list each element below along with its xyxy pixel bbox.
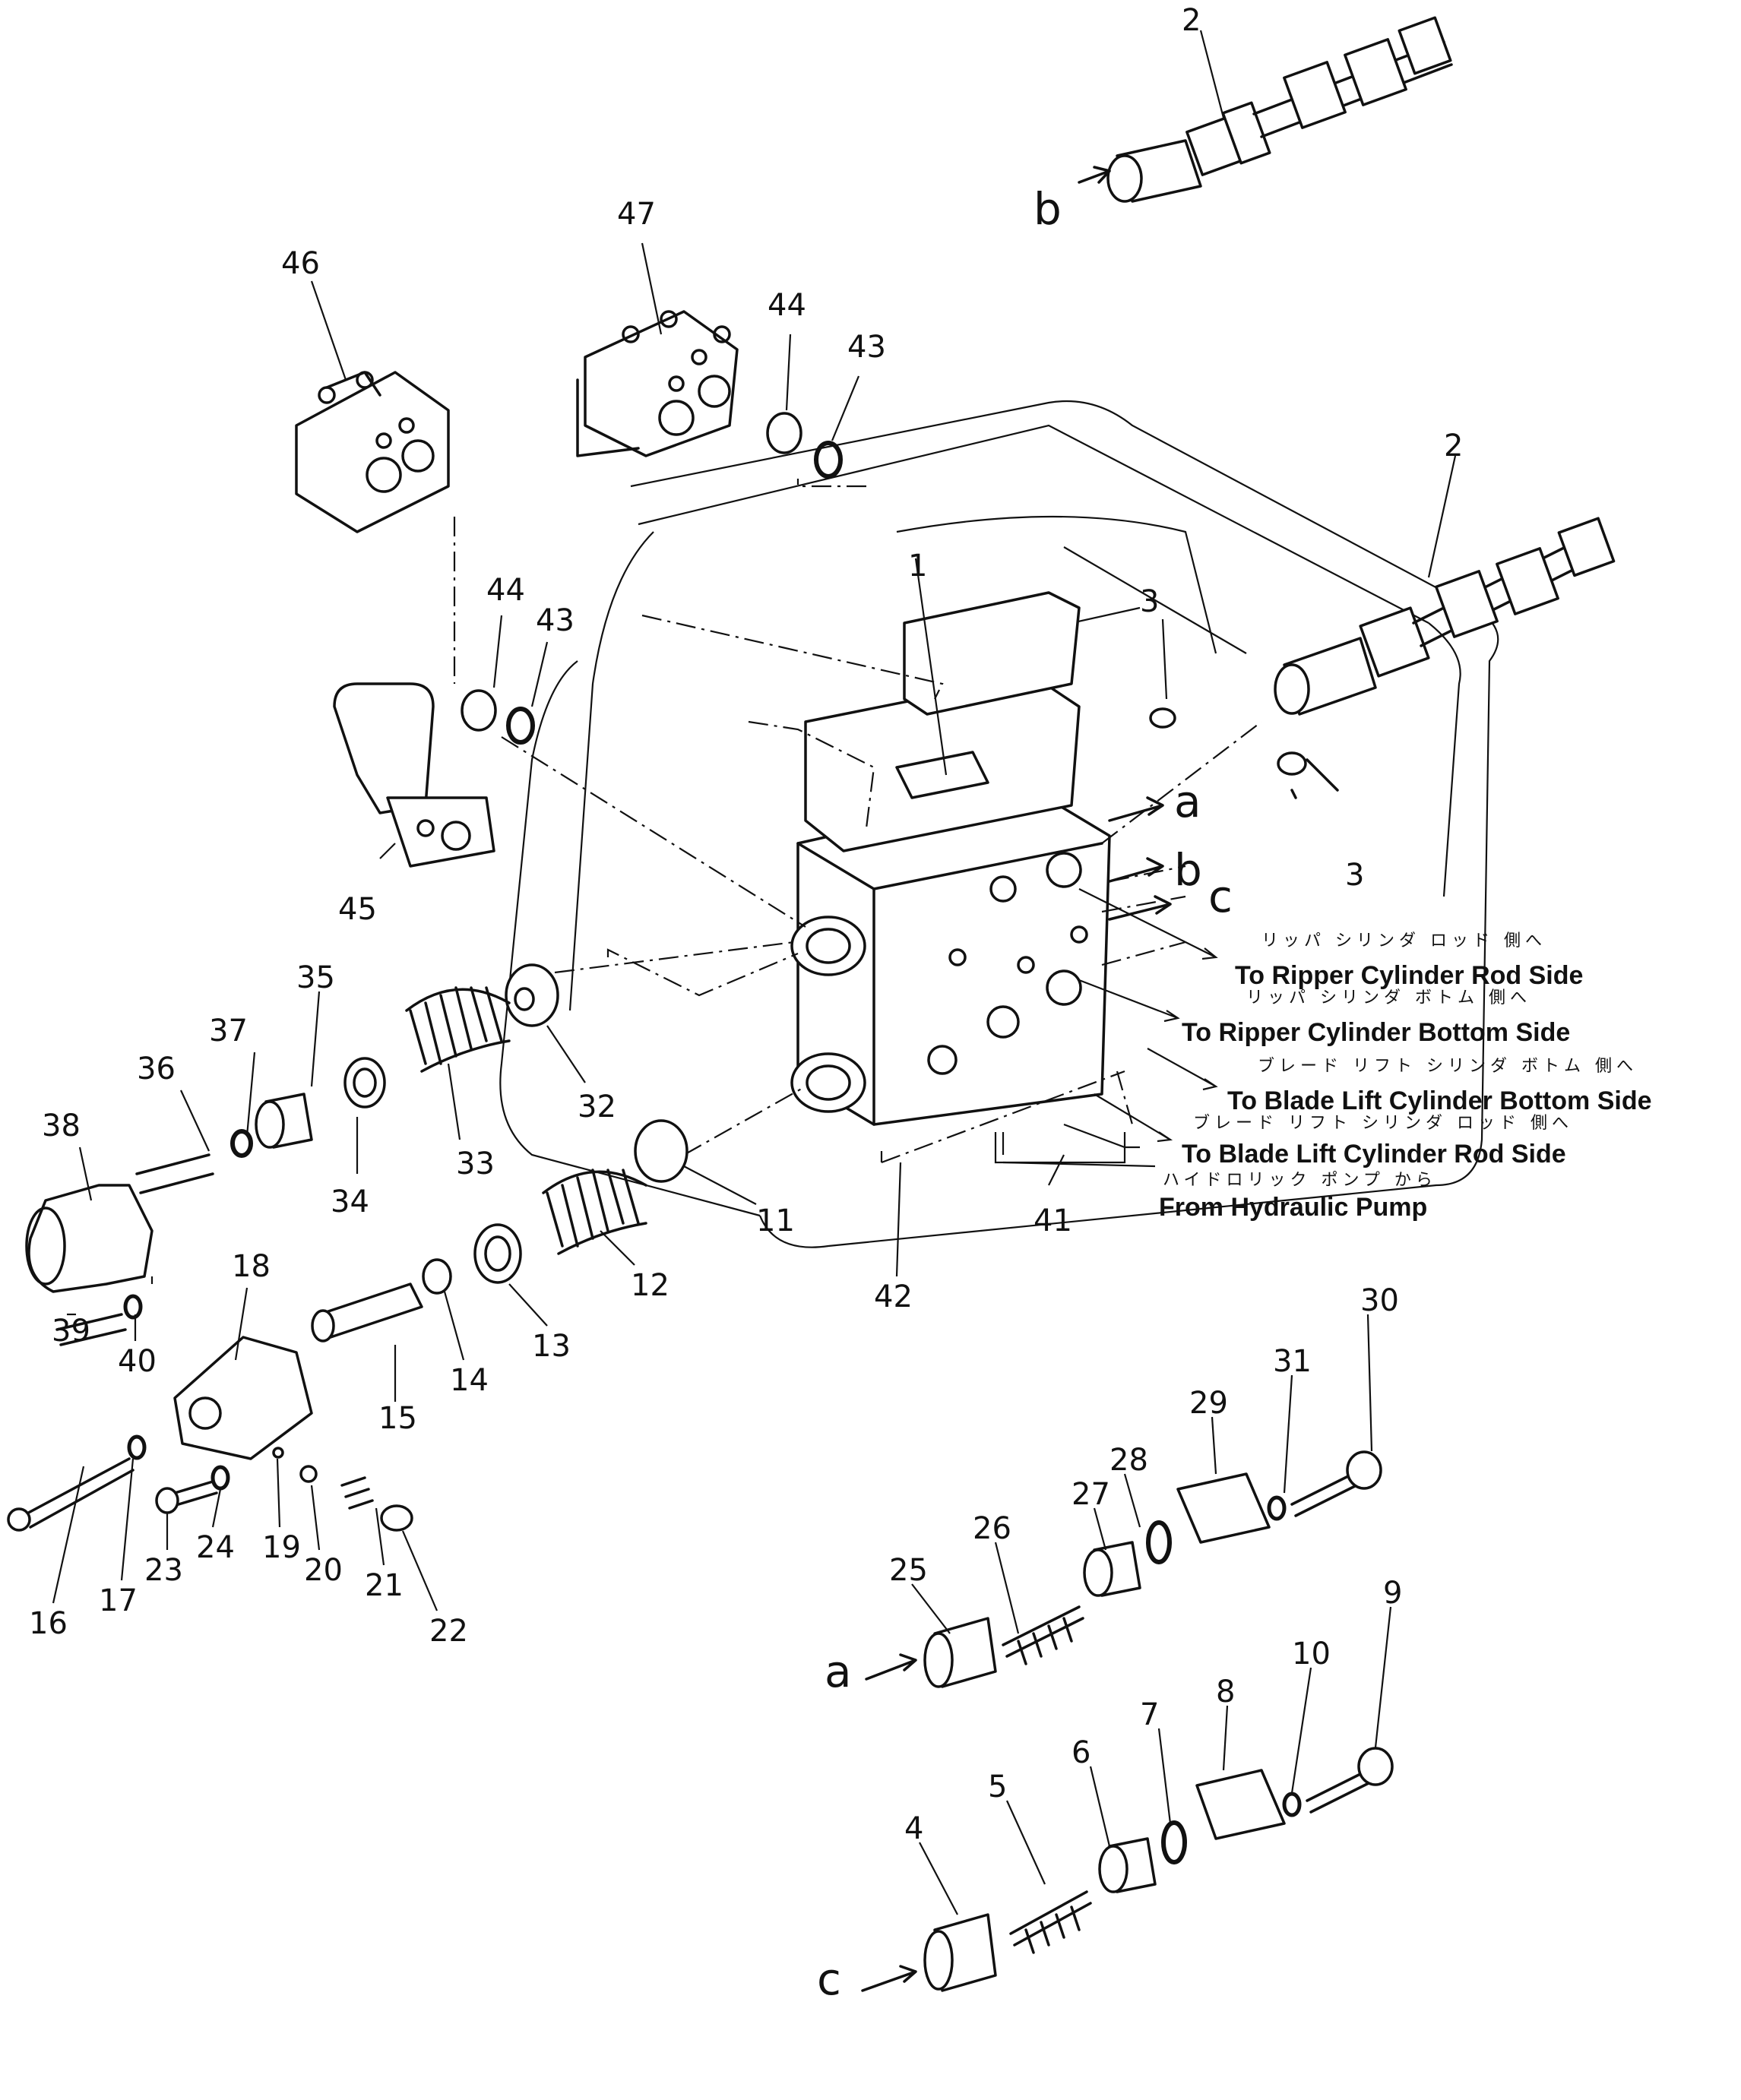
- caption-ripper-rod: To Ripper Cylinder Rod Side: [1235, 961, 1583, 990]
- callout-3-lower: 3: [1345, 858, 1364, 893]
- caption-ripper-rod-jp: リッパ シリンダ ロッド 側へ: [1261, 931, 1546, 950]
- callout-46: 46: [281, 246, 320, 281]
- caption-blade-bottom: To Blade Lift Cylinder Bottom Side: [1227, 1086, 1652, 1115]
- callout-11: 11: [756, 1203, 795, 1238]
- callout-1: 1: [908, 549, 927, 584]
- callout-42: 42: [874, 1279, 913, 1314]
- spool-2-upper: [1106, 16, 1453, 203]
- caption-ripper-bottom-jp: リッパ シリンダ ボトム 側へ: [1246, 988, 1531, 1007]
- callout-4: 4: [904, 1811, 923, 1846]
- callout-43-lower: 43: [536, 603, 575, 638]
- callout-21: 21: [365, 1568, 404, 1603]
- block-46: [295, 371, 450, 533]
- callout-47: 47: [617, 197, 656, 232]
- port-arrows: [861, 166, 1218, 1992]
- callout-27: 27: [1072, 1477, 1110, 1512]
- callout-15: 15: [378, 1401, 417, 1436]
- assembly-lines: [150, 479, 1262, 1284]
- callout-8: 8: [1216, 1675, 1235, 1709]
- seals-44-43: [461, 412, 843, 745]
- caption-blade-bottom-jp: ブレード リフト シリンダ ボトム 側へ: [1258, 1057, 1638, 1076]
- plugs-3: [1149, 707, 1339, 799]
- caption-ripper-bottom: To Ripper Cylinder Bottom Side: [1182, 1018, 1570, 1047]
- port-label-b-upper: b: [1174, 844, 1202, 896]
- callout-41: 41: [1034, 1203, 1072, 1238]
- callout-18: 18: [232, 1249, 271, 1284]
- relief-parts-lower: [7, 1119, 688, 1532]
- callout-2-upper: 2: [1182, 3, 1201, 38]
- callout-31: 31: [1273, 1344, 1312, 1379]
- callout-34: 34: [331, 1184, 369, 1219]
- callout-35: 35: [296, 960, 335, 995]
- callout-2-lower: 2: [1444, 429, 1463, 463]
- callout-45: 45: [338, 892, 377, 927]
- callout-16: 16: [29, 1606, 68, 1641]
- callout-29: 29: [1189, 1386, 1228, 1421]
- callout-32: 32: [578, 1090, 616, 1124]
- port-label-c-upper: c: [1208, 871, 1233, 922]
- port-destination-captions: リッパ シリンダ ロッド 側へ To Ripper Cylinder Rod S…: [1159, 931, 1652, 1222]
- callout-40: 40: [118, 1344, 157, 1379]
- leader-lines: [52, 30, 1457, 1915]
- port-letters: a b c b a c: [817, 183, 1233, 2005]
- callout-7: 7: [1140, 1697, 1159, 1732]
- callout-3-upper: 3: [1140, 584, 1159, 619]
- caption-blade-rod-jp: ブレード リフト シリンダ ロッド 側へ: [1193, 1114, 1573, 1133]
- callout-36: 36: [137, 1052, 176, 1086]
- spool-2-lower: [1274, 517, 1616, 716]
- callout-24: 24: [196, 1530, 235, 1565]
- callout-33: 33: [456, 1146, 495, 1181]
- callout-14: 14: [450, 1363, 489, 1398]
- port-label-a-lower: a: [825, 1646, 852, 1697]
- callout-10: 10: [1292, 1637, 1331, 1671]
- caption-pump-jp: ハイドロリック ポンプ から: [1163, 1171, 1437, 1190]
- callout-44-lower: 44: [486, 573, 525, 608]
- relief-parts-upper: [25, 963, 559, 1293]
- callout-22: 22: [429, 1614, 468, 1649]
- callout-37: 37: [209, 1014, 248, 1048]
- callout-28: 28: [1109, 1443, 1148, 1478]
- callout-labels: 2 2 47 46 44 43 44 43 1 3 3 45 35 37 36 …: [29, 3, 1463, 1846]
- callout-20: 20: [304, 1553, 343, 1588]
- callout-19: 19: [262, 1530, 301, 1565]
- port-label-b-spool: b: [1034, 183, 1062, 235]
- caption-blade-rod: To Blade Lift Cylinder Rod Side: [1182, 1140, 1566, 1169]
- check-valve-c-parts: [923, 1747, 1394, 1992]
- port-label-c-lower: c: [817, 1953, 841, 2005]
- housing-outline: [499, 400, 1499, 1248]
- port-label-a-upper: a: [1174, 776, 1201, 827]
- caption-pump: From Hydraulic Pump: [1159, 1193, 1427, 1222]
- block-47: [576, 310, 739, 457]
- callout-38: 38: [42, 1109, 81, 1143]
- callout-43-upper: 43: [847, 330, 886, 365]
- callout-26: 26: [973, 1511, 1011, 1546]
- callout-13: 13: [532, 1329, 571, 1364]
- control-valve-body: [790, 591, 1111, 1126]
- callout-9: 9: [1383, 1576, 1402, 1611]
- callout-23: 23: [144, 1553, 183, 1588]
- callout-12: 12: [631, 1268, 669, 1303]
- callout-5: 5: [988, 1770, 1007, 1804]
- callout-17: 17: [99, 1583, 138, 1618]
- callout-25: 25: [889, 1553, 928, 1588]
- callout-39: 39: [52, 1314, 90, 1349]
- elbow-pipe-45: [333, 682, 495, 868]
- check-valve-a-parts: [923, 1450, 1382, 1688]
- callout-30: 30: [1360, 1283, 1399, 1318]
- callout-44-upper: 44: [768, 288, 806, 323]
- callout-6: 6: [1072, 1735, 1090, 1770]
